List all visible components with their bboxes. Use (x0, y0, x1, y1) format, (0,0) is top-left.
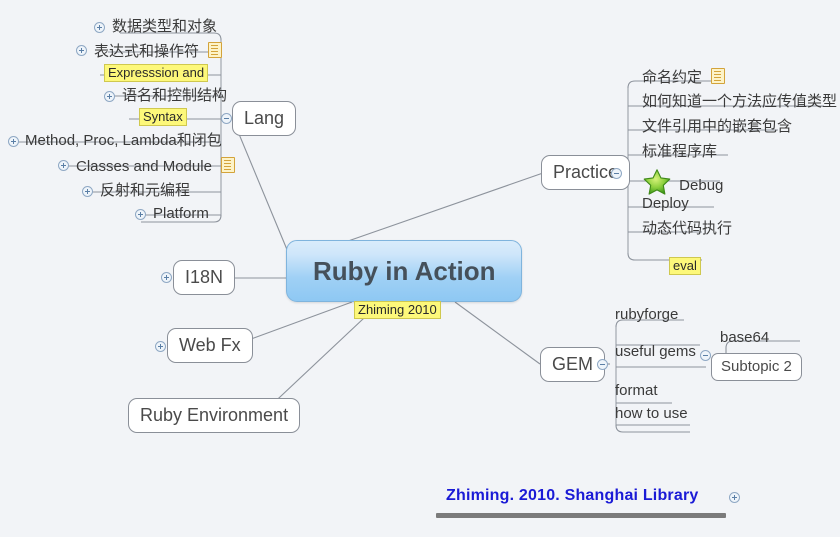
topic-label: Deploy (642, 195, 689, 212)
topic-lang-child-4[interactable]: Classes and Module (74, 157, 237, 177)
topic-label: Subtopic 2 (721, 358, 792, 375)
toggle-lang-child-1-expand-icon[interactable] (76, 45, 87, 56)
note-icon[interactable] (711, 68, 726, 84)
topic-label: Method, Proc, Lambda和闭包 (25, 132, 222, 149)
topic-lang-child-2[interactable]: 语名和控制结构 (120, 88, 229, 106)
topic-lang-label: Lang (244, 108, 285, 128)
topic-practice-child-1[interactable]: 如何知道一个方法应传值类型 (640, 94, 839, 112)
topic-label: how to use (615, 405, 688, 422)
topic-lang-child-1[interactable]: 表达式和操作符 (92, 42, 224, 62)
topic-gem-label: GEM (552, 354, 594, 374)
topic-web-fx[interactable]: Web Fx (167, 328, 253, 363)
topic-label: Platform (153, 205, 209, 222)
topic-label: Debug (679, 177, 724, 194)
callout-syntax[interactable]: Syntax (139, 108, 187, 126)
toggle-lang-child-6-expand-icon[interactable] (135, 209, 146, 220)
topic-practice-child-2[interactable]: 文件引用中的嵌套包含 (640, 119, 794, 137)
topic-web-fx-label: Web Fx (179, 335, 241, 355)
topic-practice-child-3[interactable]: 标准程序库 (640, 144, 719, 162)
topic-practice-label: Practice (553, 162, 619, 182)
note-icon[interactable] (208, 42, 223, 58)
topic-gem[interactable]: GEM (540, 347, 606, 382)
topic-gem-child-3[interactable]: how to use (613, 406, 690, 424)
topic-practice-child-6[interactable]: 动态代码执行 (640, 221, 734, 239)
topic-ruby-environment[interactable]: Ruby Environment (128, 398, 301, 433)
toggle-lang-child-0-expand-icon[interactable] (94, 22, 105, 33)
topic-lang-child-5[interactable]: 反射和元编程 (98, 183, 192, 201)
topic-label: Classes and Module (76, 158, 212, 175)
toggle-useful-gems-collapse-icon[interactable] (700, 350, 711, 361)
topic-label: 数据类型和对象 (112, 18, 218, 35)
topic-label: 表达式和操作符 (94, 43, 200, 60)
topic-label: 语名和控制结构 (122, 87, 228, 104)
toggle-lang-collapse-icon[interactable] (221, 113, 232, 124)
callout-eval[interactable]: eval (669, 257, 701, 275)
topic-label: 反射和元编程 (100, 182, 191, 199)
toggle-lang-child-2-expand-icon[interactable] (104, 91, 115, 102)
topic-label: base64 (720, 329, 770, 346)
topic-useful-gems-child-0[interactable]: base64 (718, 330, 771, 348)
topic-useful-gems-child-1[interactable]: Subtopic 2 (711, 353, 802, 381)
topic-label: 如何知道一个方法应传值类型 (642, 93, 838, 110)
toggle-gem-collapse-icon[interactable] (597, 359, 608, 370)
topic-lang-child-0[interactable]: 数据类型和对象 (110, 19, 219, 37)
topic-ruby-environment-label: Ruby Environment (140, 405, 289, 425)
topic-lang[interactable]: Lang (232, 101, 297, 136)
toggle-web-fx-expand-icon[interactable] (155, 341, 166, 352)
topic-i18n-label: I18N (185, 267, 224, 287)
footer-topic-label[interactable]: Zhiming. 2010. Shanghai Library (446, 487, 699, 504)
root-callout-label[interactable]: Zhiming 2010 (354, 301, 441, 319)
topic-gem-child-1[interactable]: useful gems (613, 344, 698, 362)
topic-label: useful gems (615, 343, 696, 360)
note-icon[interactable] (221, 157, 236, 173)
toggle-lang-child-4-expand-icon[interactable] (58, 160, 69, 171)
topic-gem-child-0[interactable]: rubyforge (613, 307, 680, 325)
root-topic-label: Ruby in Action (313, 256, 496, 286)
topic-label: 命名约定 (642, 69, 703, 86)
root-topic[interactable]: Ruby in Action (286, 240, 523, 302)
topic-label: rubyforge (615, 306, 679, 323)
topic-lang-child-6[interactable]: Platform (151, 206, 211, 224)
toggle-i18n-expand-icon[interactable] (161, 272, 172, 283)
topic-practice-child-5[interactable]: Deploy (640, 196, 691, 214)
topic-i18n[interactable]: I18N (173, 260, 236, 295)
topic-label: 标准程序库 (642, 143, 718, 160)
topic-practice-child-4[interactable]: Debug (640, 168, 725, 202)
topic-label: format (615, 382, 658, 399)
toggle-lang-child-3-expand-icon[interactable] (8, 136, 19, 147)
green-star-icon (642, 168, 672, 199)
topic-label: 动态代码执行 (642, 220, 733, 237)
topic-gem-child-2[interactable]: format (613, 383, 660, 401)
callout-expression-and[interactable]: Expresssion and (104, 64, 209, 82)
toggle-practice-collapse-icon[interactable] (611, 168, 622, 179)
footer-underline (436, 513, 726, 518)
topic-label: 文件引用中的嵌套包含 (642, 118, 793, 135)
topic-practice-child-0[interactable]: 命名约定 (640, 68, 727, 88)
topic-lang-child-3[interactable]: Method, Proc, Lambda和闭包 (23, 133, 224, 151)
toggle-lang-child-5-expand-icon[interactable] (82, 186, 93, 197)
toggle-footer-expand-icon[interactable] (729, 492, 740, 503)
